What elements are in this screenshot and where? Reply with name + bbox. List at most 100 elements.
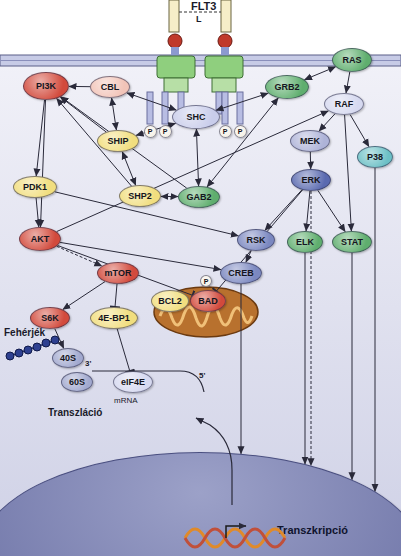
signal-protein: mTOR	[97, 262, 139, 284]
signal-arrow	[345, 115, 352, 231]
inhibition-connector	[117, 329, 130, 371]
nucleus: Transzkripció	[0, 452, 401, 556]
signal-arrow	[36, 198, 39, 227]
text-label: 5'	[199, 372, 205, 380]
signal-arrow	[161, 196, 178, 197]
dna-strand	[185, 529, 285, 547]
signal-protein: SHIP	[97, 130, 139, 152]
signal-arrow	[319, 114, 335, 131]
signal-protein: P38	[357, 146, 393, 168]
text-label: Fehérjék	[4, 328, 45, 338]
protein-name: 40S	[60, 354, 76, 363]
signal-arrow	[375, 168, 376, 491]
phosphate-label: P	[238, 128, 243, 135]
dna-strand	[185, 529, 285, 547]
protein-bead	[15, 349, 23, 357]
signal-arrow	[69, 86, 90, 87]
phosphate-label: P	[223, 128, 228, 135]
protein-name: GRB2	[274, 83, 299, 92]
protein-name: AKT	[31, 235, 50, 244]
mrna-strand	[92, 371, 204, 392]
signal-protein: GAB2	[178, 186, 220, 208]
protein-bead	[51, 336, 59, 344]
inhibition-connector	[115, 284, 117, 307]
protein-name: GAB2	[186, 193, 211, 202]
receptor-kinase	[212, 78, 236, 92]
signal-protein: SHC	[172, 105, 220, 129]
signal-protein: CBL	[90, 76, 130, 98]
signal-arrow	[241, 284, 242, 454]
signal-protein: SHP2	[119, 185, 161, 207]
protein-name: MEK	[300, 137, 320, 146]
protein-name: mTOR	[105, 269, 132, 278]
receptor-tail	[162, 92, 168, 124]
transcription-start-arrow	[226, 526, 246, 538]
signal-protein: 4E-BP1	[90, 307, 138, 329]
protein-name: CBL	[101, 83, 120, 92]
protein-bead	[42, 339, 50, 347]
receptor-domain	[168, 34, 182, 48]
protein-name: 4E-BP1	[98, 314, 130, 323]
signal-protein: RAS	[332, 48, 372, 72]
receptor-transmembrane	[205, 56, 243, 78]
signal-arrow	[346, 72, 350, 93]
signal-arrow	[305, 67, 336, 80]
phosphate-circle: P	[200, 275, 212, 287]
phosphate-circle: P	[159, 125, 172, 138]
signal-protein: RAF	[324, 93, 364, 115]
signal-arrow	[63, 282, 105, 310]
protein-name: SHC	[186, 113, 205, 122]
ribosome-subunit: 40S	[52, 348, 84, 368]
signal-arrow	[60, 242, 221, 269]
phosphate-label: P	[163, 128, 168, 135]
protein-name: SHIP	[107, 137, 128, 146]
signal-protein: RSK	[237, 229, 275, 251]
signal-arrow	[57, 246, 102, 266]
protein-name: RAF	[335, 100, 354, 109]
ligand-domain	[221, 0, 231, 32]
signal-arrow	[57, 98, 132, 186]
text-label: mRNA	[114, 397, 138, 405]
protein-name: S6K	[41, 314, 59, 323]
signal-arrow	[265, 190, 302, 231]
signal-protein: GRB2	[265, 75, 309, 99]
text-label: 3'	[85, 360, 91, 368]
phosphate-circle: P	[234, 125, 247, 138]
receptor-tail	[147, 92, 153, 124]
signal-arrow	[196, 129, 198, 186]
signal-protein: PI3K	[23, 72, 69, 100]
signal-protein: eIF4E	[113, 371, 153, 393]
protein-name: P38	[367, 153, 383, 162]
signal-arrow	[306, 191, 310, 231]
receptor-tail	[237, 92, 243, 124]
protein-name: STAT	[341, 238, 363, 247]
signal-protein: ELK	[287, 231, 323, 253]
protein-name: SHP2	[128, 192, 152, 201]
text-label: FLT3	[191, 1, 216, 12]
signal-protein: CREB	[220, 262, 262, 284]
receptor-domain	[218, 34, 232, 48]
transcription-to-mrna-arrow	[196, 418, 232, 505]
phosphate-label: P	[148, 128, 153, 135]
signal-protein: ERK	[291, 169, 331, 191]
signal-protein: STAT	[332, 231, 372, 253]
nucleus-label: Transzkripció	[277, 525, 348, 536]
signal-arrow	[57, 111, 329, 232]
signal-protein: S6K	[30, 307, 70, 329]
signal-arrow	[55, 329, 64, 349]
text-label: Transzláció	[48, 408, 102, 418]
signal-protein: MEK	[290, 130, 330, 152]
receptor-kinase	[164, 78, 188, 92]
phosphate-label: P	[204, 278, 209, 285]
protein-chain-link	[10, 340, 56, 356]
signal-arrow	[350, 115, 369, 147]
phosphate-circle: P	[144, 125, 157, 138]
signal-protein: PDK1	[13, 176, 57, 198]
protein-bead	[33, 343, 41, 351]
signal-arrow	[305, 253, 306, 464]
protein-name: eIF4E	[121, 378, 145, 387]
ligand-domain	[169, 0, 179, 32]
protein-name: BCL2	[158, 297, 182, 306]
signal-arrow	[352, 253, 353, 480]
